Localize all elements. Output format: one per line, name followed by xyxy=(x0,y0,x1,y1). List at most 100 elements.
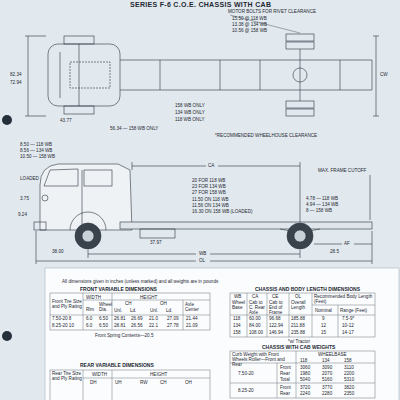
side-view-stroke xyxy=(84,170,112,186)
table-grid-stroke xyxy=(83,370,84,400)
table-cell: 2200 xyxy=(344,371,354,376)
table-cell: CH xyxy=(160,380,167,385)
table-cell: HEIGHT xyxy=(140,295,157,300)
table-cell: Wheel Base xyxy=(232,300,246,310)
plan-view-stroke xyxy=(340,60,341,90)
side-view-stroke xyxy=(88,254,196,255)
table-cell: 7.50-20 xyxy=(238,371,254,376)
table-grid-stroke xyxy=(230,351,375,398)
table-grid-stroke xyxy=(83,378,210,379)
table-cell: Cab to End of Frame xyxy=(269,300,288,315)
table-cell: Curb Weight with Front Wheels Roller—Fro… xyxy=(232,352,294,367)
table-grid-stroke xyxy=(247,293,248,337)
table-grid-stroke xyxy=(183,300,184,330)
dimension-label: 4.78 — 118 WB xyxy=(306,196,338,201)
dimension-label: CA xyxy=(208,163,214,168)
table-cell: 1980 xyxy=(300,371,310,376)
table-cell: 134 xyxy=(322,358,330,363)
table-cell: All dimensions given in inches (unless m… xyxy=(62,279,218,284)
side-view-stroke xyxy=(354,244,372,245)
dimension-label: 10.50 — 158 WB xyxy=(20,154,55,159)
dimension-label: 3.75 xyxy=(20,196,29,201)
table-cell: Ld. xyxy=(166,308,172,313)
table-cell: 12 xyxy=(321,323,326,328)
plan-view-stroke xyxy=(372,60,373,90)
table-cell: Recommended Body Length (Feet) xyxy=(314,294,374,304)
side-view-stroke xyxy=(210,261,372,262)
table-grid-stroke xyxy=(289,293,290,337)
side-view-stroke xyxy=(75,223,101,249)
dimension-label: MOTOR BOLTS FOR RIVET CLEARANCE xyxy=(228,9,316,14)
plan-view-stroke xyxy=(160,60,161,90)
table-cell: Rim xyxy=(86,307,94,312)
table-cell: Wheel Dia. xyxy=(99,302,112,312)
table-cell: 146.94 xyxy=(269,330,283,335)
table-heading: REAR VARIABLE DIMENSIONS xyxy=(80,363,154,369)
dimension-label: 56.34 — 158 WB ONLY xyxy=(110,126,158,131)
plan-view-stroke xyxy=(25,116,46,117)
plan-view-stroke xyxy=(260,60,261,90)
dimension-label: 28.5 xyxy=(330,249,339,254)
plan-view xyxy=(25,15,379,116)
side-view-stroke xyxy=(82,230,94,242)
side-view-stroke xyxy=(314,244,342,245)
table-cell: Rear xyxy=(280,371,290,376)
table-cell: 14-17 xyxy=(342,330,354,335)
table-cell: *w/ Tractor xyxy=(288,339,310,344)
dimension-label: AF xyxy=(344,241,350,246)
side-view-stroke xyxy=(42,195,48,201)
table-cell: 2240 xyxy=(300,391,310,396)
table-grid-stroke xyxy=(312,305,375,306)
plan-view-stroke xyxy=(70,62,110,88)
table-grid-stroke xyxy=(338,305,339,337)
table-grid-stroke xyxy=(277,363,278,398)
table-cell: WB xyxy=(234,294,241,299)
table-cell: Range (Feet) xyxy=(340,308,367,313)
table-grid-stroke xyxy=(50,293,210,330)
table-cell: 3110 xyxy=(344,365,354,370)
dimension-label: 9.24 xyxy=(18,212,27,217)
side-view-stroke xyxy=(300,250,301,258)
table-cell: 2280 xyxy=(322,391,332,396)
table-cell: 2070 xyxy=(322,371,332,376)
table-cell: 9 xyxy=(322,316,325,321)
dimension-label: 10.56 @ 158 WB xyxy=(232,28,267,33)
table-cell: 96.68 xyxy=(269,316,281,321)
dimension-label: 4.94 — 134 WB xyxy=(306,202,338,207)
table-cell: 118 xyxy=(233,316,240,321)
side-view-stroke xyxy=(210,254,300,255)
table-cell: CE xyxy=(272,294,278,299)
table-cell: DH xyxy=(90,380,97,385)
table-cell: 8.25-20 xyxy=(238,388,254,393)
side-view-stroke xyxy=(300,162,301,222)
dimension-label: WB xyxy=(199,251,206,256)
plan-view-stroke xyxy=(79,44,80,106)
side-view-stroke xyxy=(372,231,373,264)
table-heading: CHASSIS WITH CAB WEIGHTS xyxy=(262,345,335,351)
table-cell: 22.1 xyxy=(149,323,158,328)
table-cell: 21.0 xyxy=(149,316,158,321)
table-cell: HEIGHT xyxy=(150,372,167,377)
table-cell: OL xyxy=(295,294,301,299)
table-cell: 21.09 xyxy=(186,323,198,328)
table-cell: 6.0 xyxy=(86,316,92,321)
punch-hole-stroke xyxy=(2,331,12,341)
table-cell: Unl. xyxy=(114,308,122,313)
table-cell: Front xyxy=(280,365,291,370)
table-cell: 27.09 xyxy=(167,316,179,321)
table-cell: OH xyxy=(160,301,167,306)
side-view-stroke xyxy=(287,223,313,249)
plan-view-stroke xyxy=(300,49,301,101)
side-view-stroke xyxy=(36,261,196,262)
side-view-stroke xyxy=(120,222,372,229)
table-cell: 26.56 xyxy=(131,323,143,328)
side-view-stroke xyxy=(82,170,83,228)
table-cell: 84.00 xyxy=(249,323,261,328)
side-view-stroke xyxy=(370,175,371,220)
side-view-stroke xyxy=(132,162,133,170)
side-view-stroke xyxy=(44,169,78,186)
dimension-label: 72.94 xyxy=(10,80,22,85)
table-cell: Nominal xyxy=(315,308,332,313)
table-cell: 15 xyxy=(321,330,326,335)
dimension-label: CW xyxy=(380,72,388,77)
